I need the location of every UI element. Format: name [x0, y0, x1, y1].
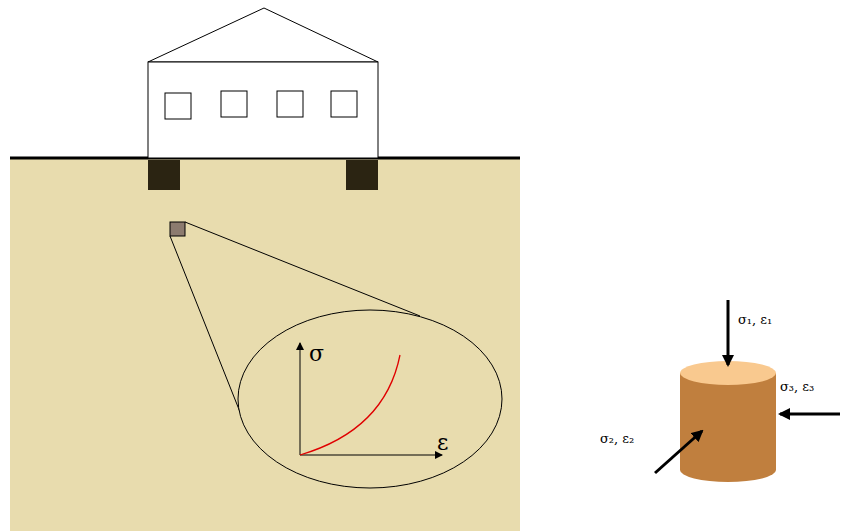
- axis-label: σ: [309, 343, 324, 365]
- load-label: σ₂, ε₂: [600, 432, 634, 445]
- windows: [165, 91, 357, 119]
- soil-element: [170, 222, 185, 236]
- specimen-body: [680, 373, 776, 482]
- axis-label: ε: [437, 432, 448, 454]
- zoom-ellipse: [238, 310, 502, 488]
- load-arrow: [655, 431, 702, 473]
- strain-axis: [300, 455, 442, 456]
- footing: [148, 160, 180, 190]
- stress-axis: [300, 343, 301, 455]
- leader-line: [185, 222, 420, 316]
- leader-line: [170, 236, 240, 412]
- load-arrow: [727, 300, 730, 365]
- footing: [346, 160, 378, 190]
- ground: [10, 158, 520, 531]
- load-label: σ₁, ε₁: [738, 313, 772, 326]
- house-wall: [148, 62, 378, 158]
- stress-strain-curve: [300, 355, 400, 455]
- load-label: σ₃, ε₃: [780, 380, 814, 393]
- load-arrow: [780, 413, 840, 416]
- roof: [148, 8, 378, 62]
